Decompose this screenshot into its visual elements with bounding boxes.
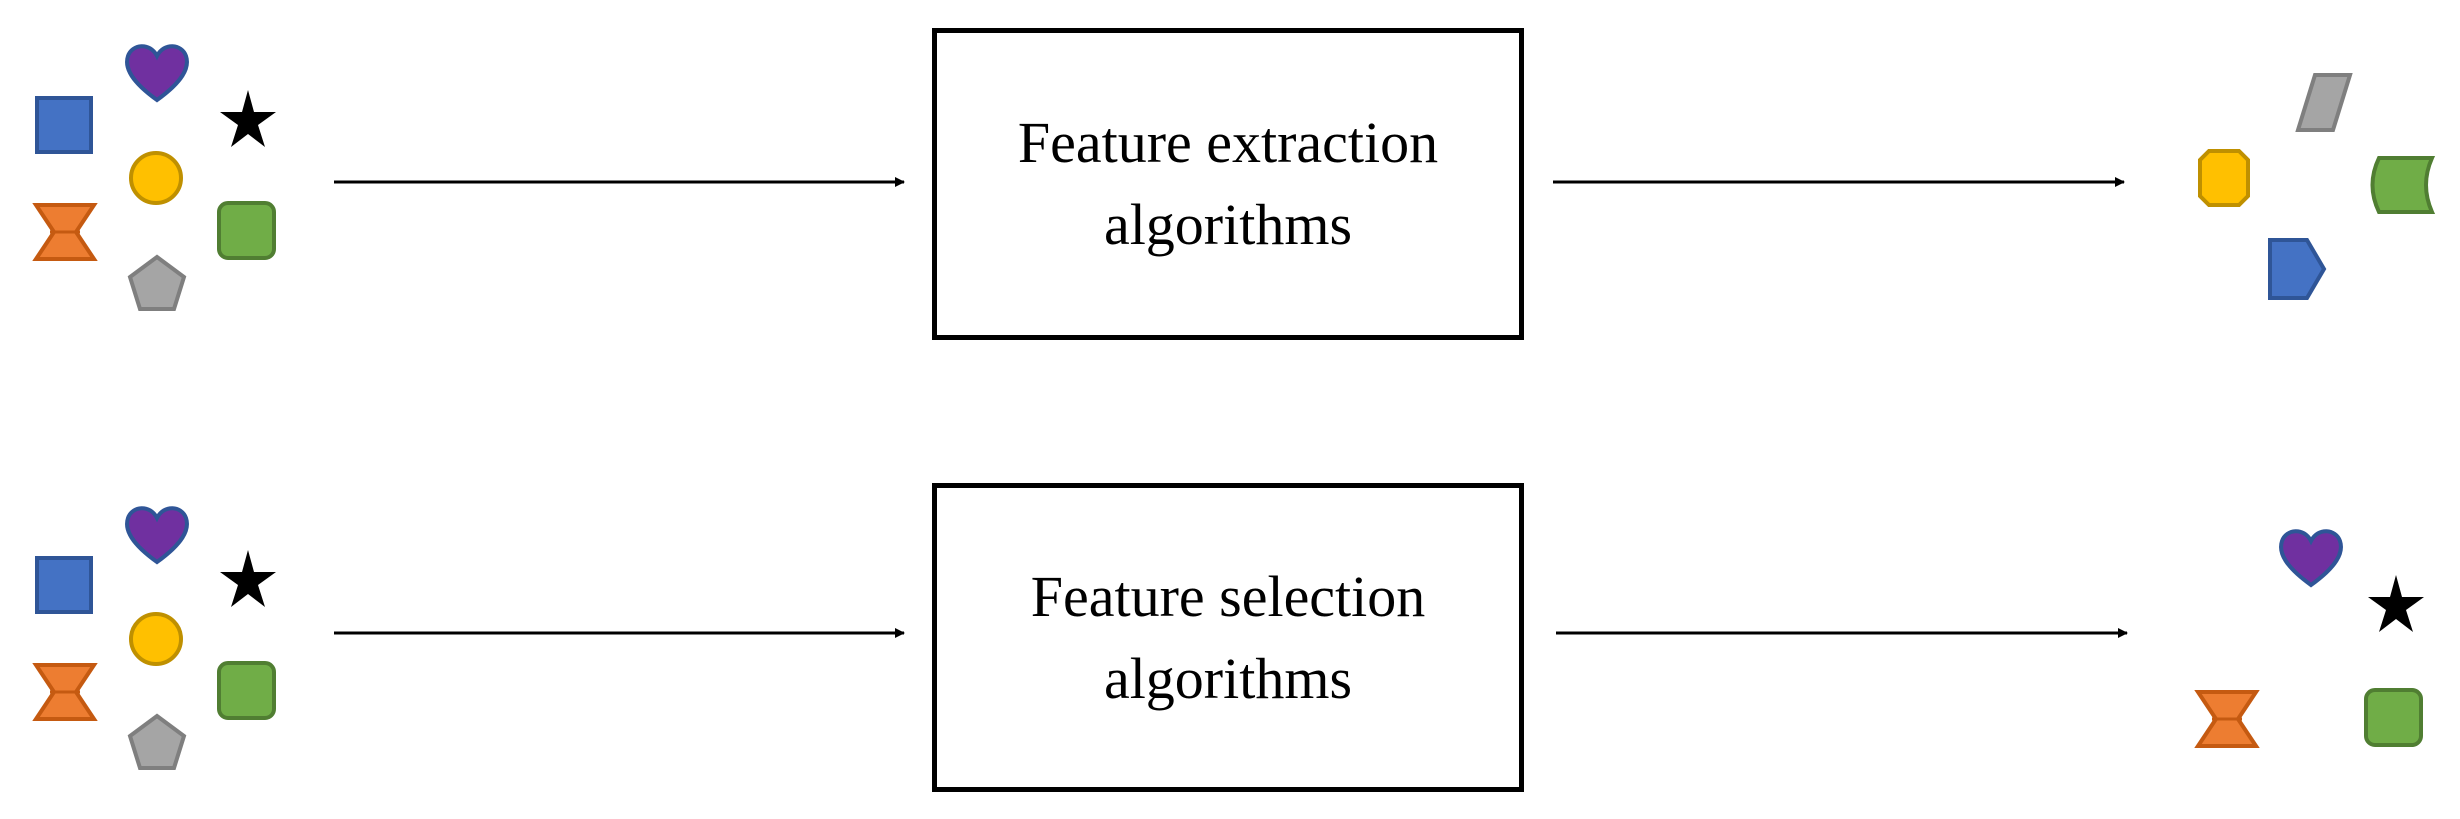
blue-pentagon-arrow-icon: [2268, 238, 2327, 300]
row1-output-shapes: [2198, 73, 2436, 300]
purple-heart-icon: [125, 506, 189, 565]
gray-parallelogram-icon: [2295, 73, 2353, 132]
blue-square-icon: [35, 556, 93, 614]
gray-pentagon-icon: [127, 254, 187, 311]
row2-input-shapes: [32, 506, 276, 770]
black-star-icon: [2368, 575, 2424, 632]
green-rounded-square-icon: [217, 661, 276, 720]
feature-extraction-label: Feature extraction algorithms: [1017, 110, 1439, 257]
feature-extraction-box: Feature extraction algorithms: [932, 28, 1524, 340]
yellow-circle-icon: [129, 151, 183, 205]
black-star-icon: [220, 550, 276, 607]
purple-heart-icon: [125, 44, 189, 103]
row1-input-shapes: [32, 44, 276, 311]
green-cylinder-icon: [2370, 156, 2436, 214]
yellow-circle-icon: [129, 612, 183, 666]
black-star-icon: [220, 90, 276, 147]
green-rounded-square-icon: [2364, 688, 2423, 747]
blue-square-icon: [35, 96, 93, 154]
feature-selection-label: Feature selection algorithms: [1030, 563, 1426, 711]
gray-pentagon-icon: [127, 713, 187, 770]
row2-output-shapes: [2194, 529, 2424, 748]
green-rounded-square-icon: [217, 201, 276, 260]
feature-selection-box: Feature selection algorithms: [932, 483, 1524, 792]
yellow-octagon-icon: [2198, 149, 2250, 207]
purple-heart-icon: [2279, 529, 2343, 588]
